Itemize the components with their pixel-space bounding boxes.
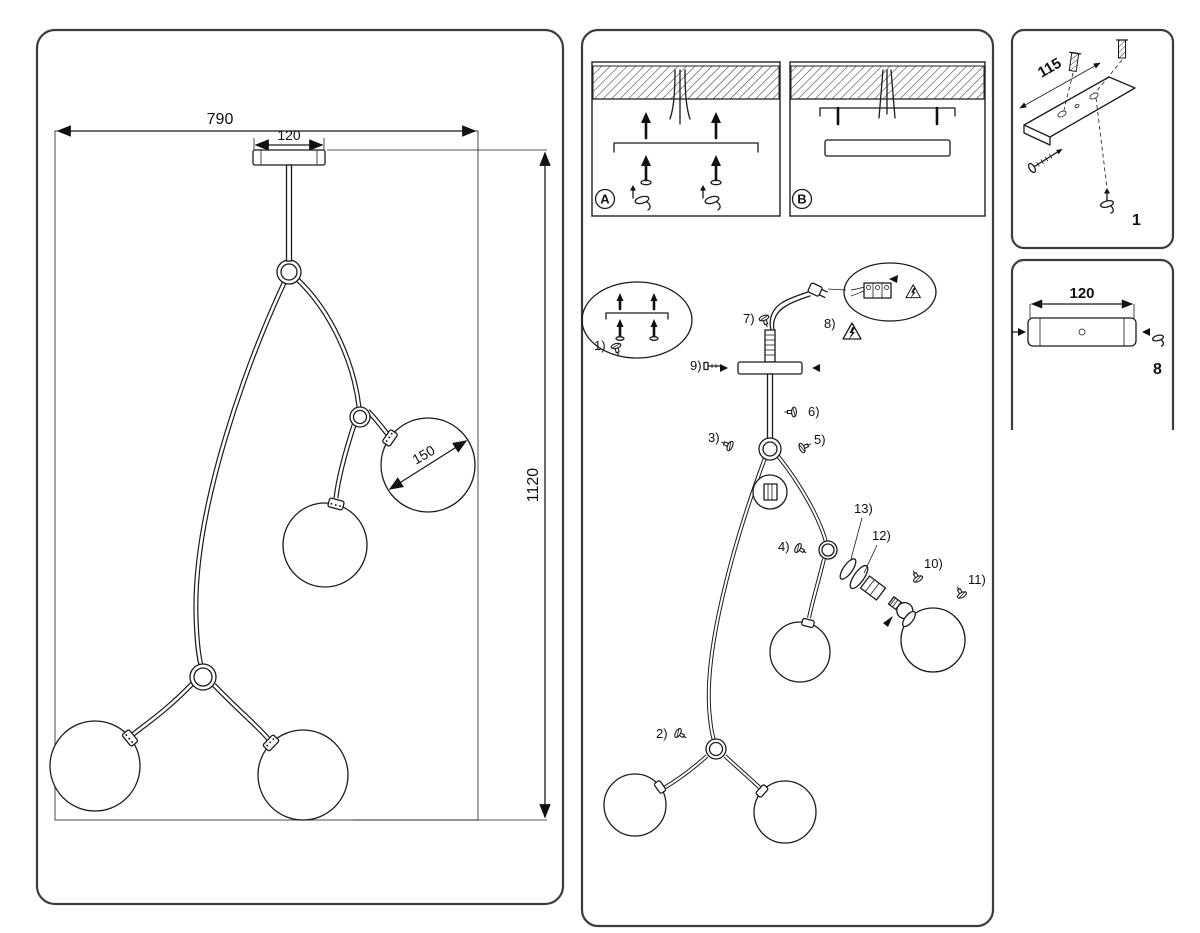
screw-loop-icon [1100, 188, 1114, 214]
bracket-3d [1023, 76, 1136, 146]
dim-790-label: 790 [207, 111, 234, 128]
screw-icon [792, 541, 810, 558]
screw-icon [672, 726, 690, 743]
joint-mid [349, 406, 371, 428]
globe-cap [327, 497, 345, 511]
mounting-bracket [819, 107, 956, 117]
canopy-plate [737, 361, 803, 375]
push-up-arrow-icon [641, 112, 721, 140]
assembly-panel: A B [580, 28, 995, 928]
insert-arrow-icon [1011, 328, 1026, 336]
dimension-drawing-panel: 790 120 1120 [35, 28, 565, 906]
globe-middle [282, 502, 368, 588]
wires [669, 69, 691, 125]
bracket-quantity: 1 [1132, 212, 1141, 229]
mounting-screw-icon [1027, 148, 1063, 174]
shade-ring [839, 558, 869, 590]
step-label-3: 3) [708, 430, 720, 445]
step-label-5: 5) [814, 432, 826, 447]
canopy [252, 149, 326, 166]
insert-arrow-icon [1142, 328, 1150, 336]
joint-lower [189, 663, 217, 691]
lamp-arms [129, 277, 391, 743]
screw-quantity: 8 [1153, 361, 1162, 378]
strap-detail-panel: 120 8 [1010, 258, 1175, 430]
globe-bottom-right [753, 780, 817, 844]
dim-overall-height: 1120 [525, 151, 551, 819]
globe-cap [121, 729, 139, 747]
stem [285, 164, 293, 262]
dim-120-label: 120 [1069, 285, 1094, 302]
step-label-8: 8) [824, 316, 836, 331]
plug-icon [807, 282, 828, 299]
dim-strap-length: 120 [1029, 285, 1135, 318]
screw-icon [783, 406, 797, 418]
globe-cap [801, 617, 815, 629]
option-b-label: B [797, 192, 806, 207]
mounting-strap [1027, 317, 1137, 347]
joint-lower [705, 738, 727, 760]
stem [766, 373, 774, 440]
globe-bottom-right [257, 729, 349, 821]
mount-option-a: A [591, 61, 781, 217]
screw-icon [718, 436, 735, 453]
dim-bracket-length: 115 [1019, 55, 1101, 109]
mount-option-b: B [789, 61, 986, 217]
step-label-10: 10) [924, 556, 943, 571]
exploded-assembly: 7) 8) [603, 262, 986, 844]
dim-canopy-width: 120 [254, 127, 324, 151]
ball-joint-top [276, 259, 302, 285]
step-label-13: 13) [854, 501, 873, 516]
globe-bottom-left [603, 773, 667, 837]
joint-mid [818, 540, 838, 560]
screw-icon [952, 583, 969, 601]
canopy-plate [824, 139, 951, 157]
wires [878, 69, 896, 119]
screw-loop-icon [700, 185, 721, 211]
power-cord [769, 282, 828, 331]
step-label-12: 12) [872, 528, 891, 543]
dim-1120-label: 1120 [525, 468, 542, 503]
wall-anchor-icon [1115, 39, 1129, 59]
globe-middle [769, 621, 831, 683]
electric-warning-icon [842, 322, 862, 340]
step-label-2: 2) [656, 726, 668, 741]
screw-loop-icon [630, 185, 651, 211]
dim-120-label: 120 [277, 127, 301, 143]
screw-loop-icon [1151, 334, 1165, 347]
wall-anchor-icon [1068, 51, 1082, 72]
panel-border [1010, 258, 1175, 430]
electric-warning-icon [905, 284, 921, 299]
globe-cap [653, 780, 667, 794]
globe-cap [262, 734, 280, 752]
panel-border [35, 28, 565, 906]
step-label-4: 4) [778, 539, 790, 554]
wiring-detail-callout [843, 262, 937, 322]
step-label-9: 9) [690, 358, 702, 373]
step-label-11: 11) [968, 572, 986, 587]
globe-bottom-left [49, 720, 141, 812]
bolt-icon [703, 361, 721, 371]
globe-exploded [900, 607, 966, 673]
mounting-bracket [613, 142, 759, 153]
panel-border [1010, 28, 1175, 250]
step-label-6: 6) [808, 404, 820, 419]
threaded-pipe [764, 329, 776, 363]
panel-border [580, 28, 995, 928]
globe-cap [755, 784, 769, 798]
step-label-1: 1) [594, 338, 606, 353]
dim-overall-width: 790 [56, 111, 477, 137]
step-label-7: 7) [743, 311, 755, 326]
option-a-label: A [600, 192, 610, 207]
screw-icon [908, 567, 925, 585]
dim-115-label: 115 [1035, 55, 1064, 82]
bracket-detail-panel: 115 [1010, 28, 1175, 250]
screw-icon [797, 438, 814, 455]
lamp-socket [859, 575, 887, 601]
ball-joint-top [758, 437, 782, 461]
step-1-callout: 1) [581, 281, 693, 359]
screw-icon [640, 155, 722, 186]
joint-detail-callout [752, 474, 788, 510]
